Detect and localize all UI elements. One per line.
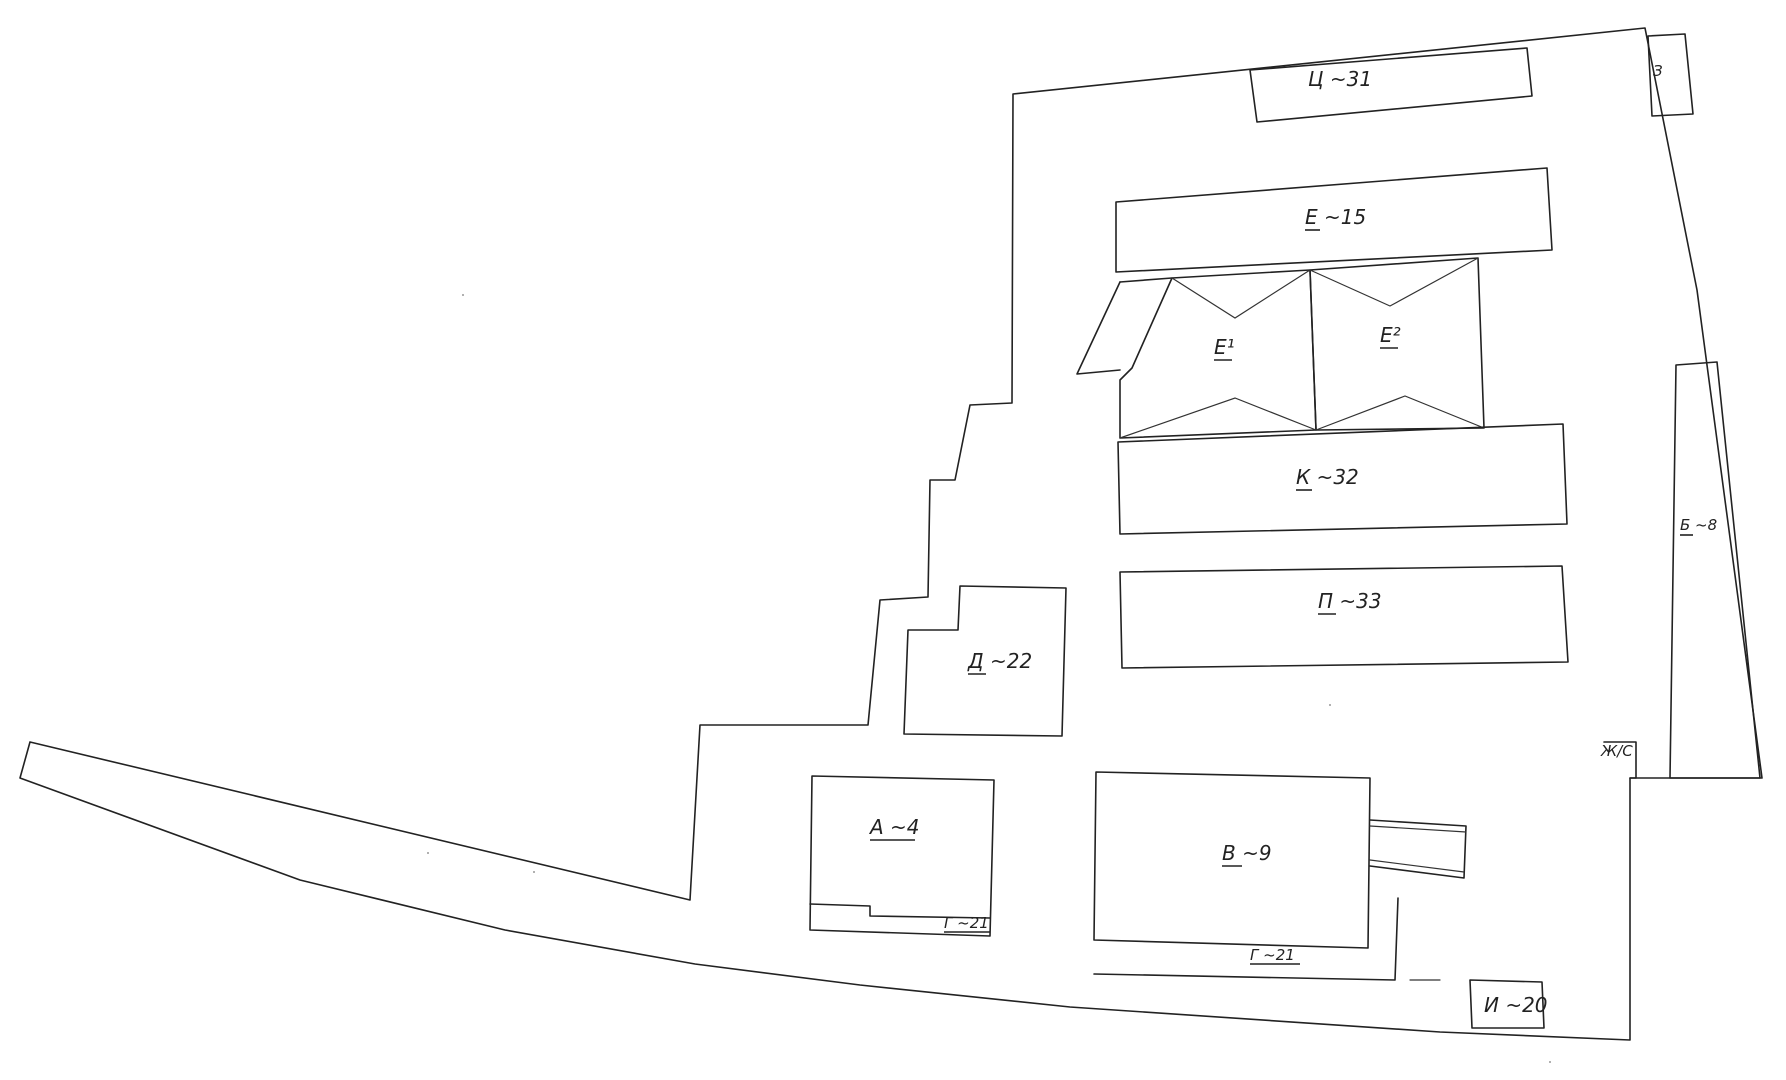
label-g21b: Г ~21 [1250, 946, 1295, 964]
label-zhs: Ж/С [1600, 742, 1633, 760]
building-e-wing [1076, 281, 1121, 375]
label-e15: Е ~15 [1305, 205, 1366, 229]
building-z [1647, 33, 1694, 117]
building-b8 [1669, 361, 1761, 779]
roof-lines-e1 [1119, 269, 1317, 439]
label-z: З [1653, 62, 1663, 80]
label-ts31: Ц ~31 [1308, 67, 1372, 91]
scan-speck [1549, 1061, 1551, 1063]
roof-lines-e2 [1309, 257, 1485, 431]
label-v9: В ~9 [1222, 841, 1272, 865]
label-p33: П ~33 [1318, 589, 1382, 613]
building-p33 [1119, 565, 1569, 669]
label-k32: К ~32 [1296, 465, 1359, 489]
label-b8: Б ~8 [1680, 516, 1717, 534]
label-e1: Е¹ [1214, 335, 1235, 359]
building-i20 [1469, 979, 1545, 1029]
building-ts31 [1249, 47, 1533, 123]
building-a4 [809, 775, 995, 937]
scan-speck [1329, 704, 1331, 706]
scan-speck [533, 871, 535, 873]
building-e15 [1115, 167, 1553, 273]
label-g21a: Г ~21 [944, 914, 989, 932]
building-v9-annex-inner [1369, 825, 1467, 873]
label-e2: Е² [1380, 323, 1401, 347]
label-i20: И ~20 [1484, 993, 1548, 1017]
scan-speck [427, 852, 429, 854]
building-g21a [809, 903, 991, 919]
building-v9-annex [1369, 819, 1467, 879]
label-d22: Д ~22 [967, 649, 1032, 673]
building-v9 [1093, 771, 1371, 949]
building-e-wing-2 [1119, 277, 1173, 283]
building-k32 [1117, 423, 1568, 535]
building-d22 [903, 585, 1067, 737]
label-a4: А ~4 [868, 815, 920, 839]
building-g21b [1093, 897, 1399, 981]
scan-speck [462, 294, 464, 296]
building-zhs [1603, 741, 1637, 779]
site-boundary [19, 27, 1763, 1041]
